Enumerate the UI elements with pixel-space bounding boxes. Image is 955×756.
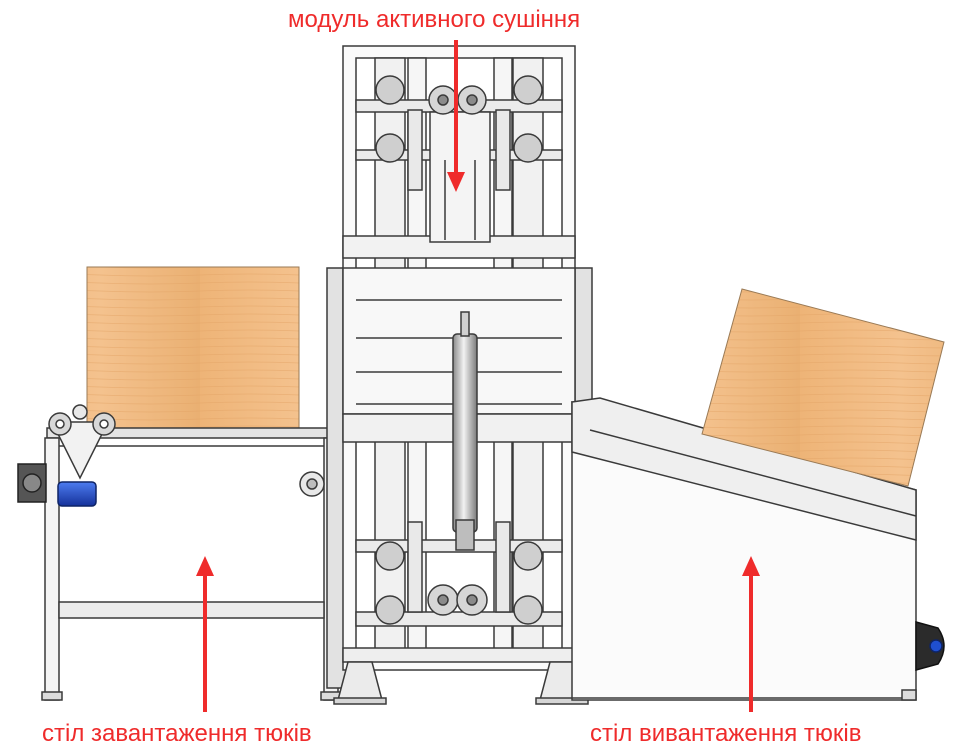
loading-table-label: стіл завантаження тюків	[42, 720, 312, 747]
drying-module	[326, 45, 593, 705]
motor-left	[57, 481, 97, 507]
drying-module-label: модуль активного сушіння	[288, 6, 581, 33]
hydraulic-cylinder	[452, 333, 478, 533]
bale-left	[86, 266, 300, 430]
loading-table	[17, 266, 348, 701]
unloading-table	[571, 288, 945, 701]
bale-right	[701, 288, 945, 487]
annotation-arrows	[196, 40, 760, 712]
unloading-table-label: стіл вивантаження тюків	[590, 720, 862, 747]
